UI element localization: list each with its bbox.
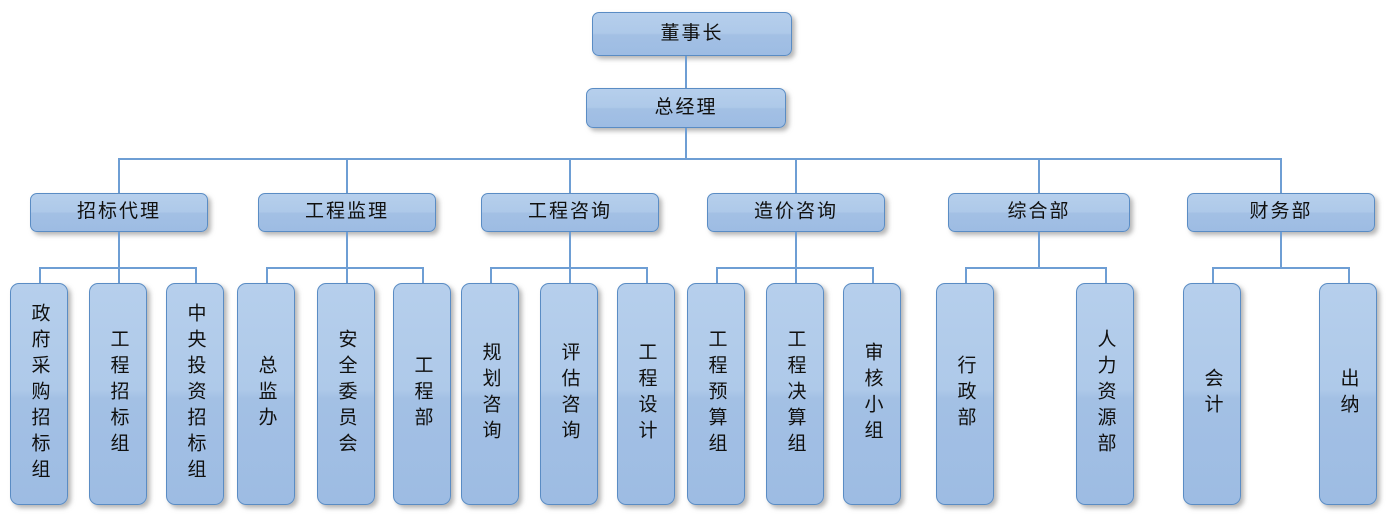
node-chairman-label: 董事长: [660, 22, 724, 44]
connector-dept3-to-child-3: [646, 267, 648, 284]
node-dept-caiwubu[interactable]: 财务部: [1187, 193, 1375, 232]
connector-dept5-bus: [965, 267, 1107, 269]
connector-bus-to-dept-1: [118, 158, 120, 193]
node-team-3-3-label: 工程设计: [635, 342, 657, 446]
connector-dept2-stem: [346, 232, 348, 268]
connector-bus-to-dept-3: [569, 158, 571, 193]
node-team-gongchengbu[interactable]: 工程部: [393, 283, 451, 505]
connector-dept2-bus: [266, 267, 424, 269]
node-dept-zhaobiaodaili[interactable]: 招标代理: [30, 193, 208, 232]
node-general-manager[interactable]: 总经理: [586, 88, 786, 128]
node-team-2-2-label: 安全委员会: [335, 329, 357, 459]
node-dept-6-label: 财务部: [1249, 201, 1313, 223]
node-dept-zaojiazixun[interactable]: 造价咨询: [707, 193, 885, 232]
connector-dept4-to-child-3: [872, 267, 874, 284]
node-dept-4-label: 造价咨询: [753, 201, 838, 223]
connector-dept5-stem: [1038, 232, 1040, 268]
node-team-3-2-label: 评估咨询: [558, 342, 580, 446]
node-team-2-3-label: 工程部: [411, 355, 433, 433]
connector-dept2-to-child-1: [266, 267, 268, 284]
connector-dept3-to-child-1: [490, 267, 492, 284]
node-dept-gongchengzixun[interactable]: 工程咨询: [481, 193, 659, 232]
connector-dept6-to-child-2: [1348, 267, 1350, 284]
connector-dept1-to-child-1: [39, 267, 41, 284]
node-team-1-1-label: 政府采购招标组: [28, 303, 50, 485]
node-dept-zonghebu[interactable]: 综合部: [948, 193, 1130, 232]
node-team-pingguzixun[interactable]: 评估咨询: [540, 283, 598, 505]
node-team-4-1-label: 工程预算组: [705, 329, 727, 459]
node-dept-2-label: 工程监理: [304, 201, 389, 223]
connector-dept4-stem: [795, 232, 797, 268]
node-team-renliziyuanbu[interactable]: 人力资源部: [1076, 283, 1134, 505]
connector-dept3-stem: [569, 232, 571, 268]
node-team-anquanweiyuanhui[interactable]: 安全委员会: [317, 283, 375, 505]
node-team-6-1-label: 会计: [1201, 368, 1223, 420]
node-team-5-2-label: 人力资源部: [1094, 329, 1116, 459]
node-chairman[interactable]: 董事长: [592, 12, 792, 56]
node-team-5-1-label: 行政部: [954, 355, 976, 433]
connector-dept5-to-child-2: [1105, 267, 1107, 284]
connector-dept5-to-child-1: [965, 267, 967, 284]
node-dept-gongchengjianli[interactable]: 工程监理: [258, 193, 436, 232]
connector-dept1-to-child-3: [195, 267, 197, 284]
connector-chairman-to-gm: [685, 56, 687, 88]
connector-dept4-to-child-2: [795, 267, 797, 284]
node-team-3-1-label: 规划咨询: [479, 342, 501, 446]
connector-dept1-stem: [118, 232, 120, 268]
connector-dept6-stem: [1280, 232, 1282, 268]
connector-dept6-to-child-1: [1212, 267, 1214, 284]
connector-bus-to-dept-4: [795, 158, 797, 193]
connector-bus-to-dept-5: [1038, 158, 1040, 193]
node-team-1-3-label: 中央投资招标组: [184, 303, 206, 485]
node-team-gongchengjuesuanzu[interactable]: 工程决算组: [766, 283, 824, 505]
connector-dept2-to-child-3: [422, 267, 424, 284]
node-team-gongchengzhaobiaozu[interactable]: 工程招标组: [89, 283, 147, 505]
node-team-zhongyangtouzizhaobiaozu[interactable]: 中央投资招标组: [166, 283, 224, 505]
node-team-2-1-label: 总监办: [255, 355, 277, 433]
connector-bus-to-dept-2: [346, 158, 348, 193]
node-team-4-2-label: 工程决算组: [784, 329, 806, 459]
node-team-gongchengsheji[interactable]: 工程设计: [617, 283, 675, 505]
connector-dept6-bus: [1212, 267, 1350, 269]
node-general-manager-label: 总经理: [654, 96, 718, 118]
connector-dept1-to-child-2: [118, 267, 120, 284]
node-team-xingzhengbu[interactable]: 行政部: [936, 283, 994, 505]
node-team-shenhexiaozu[interactable]: 审核小组: [843, 283, 901, 505]
node-team-kuaiji[interactable]: 会计: [1183, 283, 1241, 505]
node-team-zongjianban[interactable]: 总监办: [237, 283, 295, 505]
connector-dept4-to-child-1: [716, 267, 718, 284]
node-team-zhengfucaigouzhaobiaozu[interactable]: 政府采购招标组: [10, 283, 68, 505]
node-dept-3-label: 工程咨询: [527, 201, 612, 223]
node-team-chuna[interactable]: 出纳: [1319, 283, 1377, 505]
node-dept-1-label: 招标代理: [76, 201, 161, 223]
node-team-gongchengyusuanzu[interactable]: 工程预算组: [687, 283, 745, 505]
node-team-guihuazixun[interactable]: 规划咨询: [461, 283, 519, 505]
node-dept-5-label: 综合部: [1007, 201, 1071, 223]
connector-dept3-to-child-2: [569, 267, 571, 284]
node-team-6-2-label: 出纳: [1337, 368, 1359, 420]
connector-level2-bus: [118, 158, 1281, 160]
connector-gm-stem: [685, 128, 687, 159]
node-team-4-3-label: 审核小组: [861, 342, 883, 446]
connector-dept2-to-child-2: [346, 267, 348, 284]
node-team-1-2-label: 工程招标组: [107, 329, 129, 459]
connector-bus-to-dept-6: [1280, 158, 1282, 193]
